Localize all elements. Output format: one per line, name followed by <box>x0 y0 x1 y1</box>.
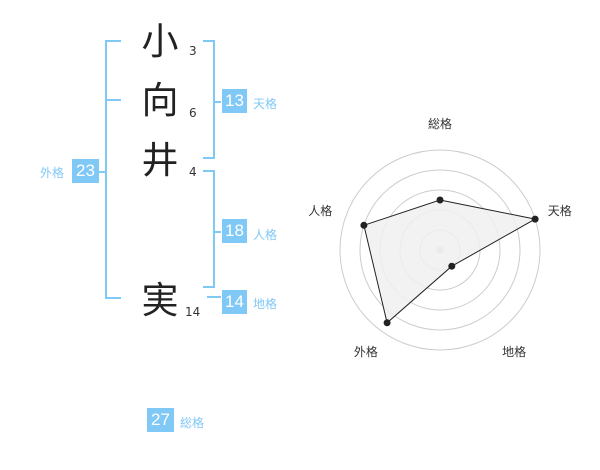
radar-shape <box>363 199 537 324</box>
chikaku-value: 14 <box>222 290 247 314</box>
tenkaku-value: 13 <box>222 89 247 113</box>
name-char-2: 向 <box>141 79 179 122</box>
name-char-4: 実 <box>141 279 179 322</box>
radar-point-1 <box>531 215 539 223</box>
stroke-count-1: 3 <box>189 44 197 58</box>
radar-point-3 <box>383 319 391 327</box>
soukaku-label: 総格 <box>180 416 205 430</box>
radar-point-2 <box>448 262 456 270</box>
stroke-count-3: 4 <box>189 165 197 179</box>
radar-ring-4 <box>359 169 521 331</box>
soukaku-value: 27 <box>147 408 174 432</box>
stroke-count-2: 6 <box>189 106 197 120</box>
radar-point-0 <box>436 196 444 204</box>
gaikaku-label: 外格 <box>40 166 65 180</box>
radar-axis-label-4: 人格 <box>308 203 332 218</box>
jinkaku-value: 18 <box>222 219 247 243</box>
radar-axis-label-0: 総格 <box>428 116 452 131</box>
radar-point-4 <box>360 221 368 229</box>
gaikaku-value: 23 <box>72 159 99 183</box>
tenkaku-label: 天格 <box>253 97 278 111</box>
stroke-count-4: 14 <box>185 305 201 319</box>
name-char-3: 井 <box>141 139 179 182</box>
radar-ring-5 <box>339 149 541 351</box>
chikaku-label: 地格 <box>253 297 278 311</box>
radar-points <box>360 196 539 327</box>
radar-axis-label-1: 天格 <box>548 203 572 218</box>
jinkaku-label: 人格 <box>253 228 278 242</box>
radar-axis-label-3: 外格 <box>354 344 378 359</box>
radar-axis-label-2: 地格 <box>502 344 526 359</box>
name-char-1: 小 <box>141 20 179 63</box>
